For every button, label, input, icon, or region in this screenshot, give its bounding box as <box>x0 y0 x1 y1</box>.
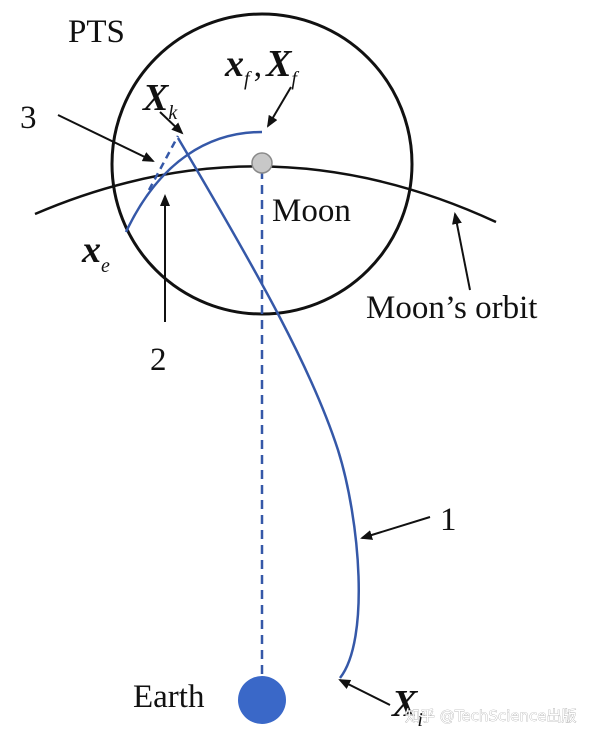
label-earth: Earth <box>133 679 205 715</box>
label-moon: Moon <box>272 193 351 229</box>
arrow-xf <box>266 86 292 128</box>
label-xe: xe <box>81 229 110 277</box>
label-segment-1: 1 <box>440 502 457 538</box>
label-Xi: Xi <box>391 683 423 731</box>
label-segment-3: 3 <box>20 100 37 136</box>
watermark: 知乎 @TechScience出版 <box>405 707 577 725</box>
label-moon-orbit: Moon’s orbit <box>366 290 537 326</box>
trajectory-1-curve <box>176 137 361 679</box>
label-segment-2: 2 <box>150 342 167 378</box>
trajectory-3-dashed-segment <box>147 135 180 191</box>
label-xf-Xf: xf,Xf <box>224 43 299 90</box>
label-Xk: Xk <box>142 77 178 124</box>
moon-body <box>251 152 273 174</box>
arrow-segment-3 <box>57 114 155 162</box>
arrow-segment-1 <box>360 516 431 540</box>
label-pts: PTS <box>68 14 125 50</box>
trajectory-2-curve <box>124 130 263 233</box>
moon-orbit-arc <box>34 165 497 224</box>
arrow-xk <box>159 111 184 135</box>
arrow-xi <box>338 679 391 706</box>
arrow-moon-orbit <box>452 212 471 291</box>
earth-body <box>238 676 286 724</box>
